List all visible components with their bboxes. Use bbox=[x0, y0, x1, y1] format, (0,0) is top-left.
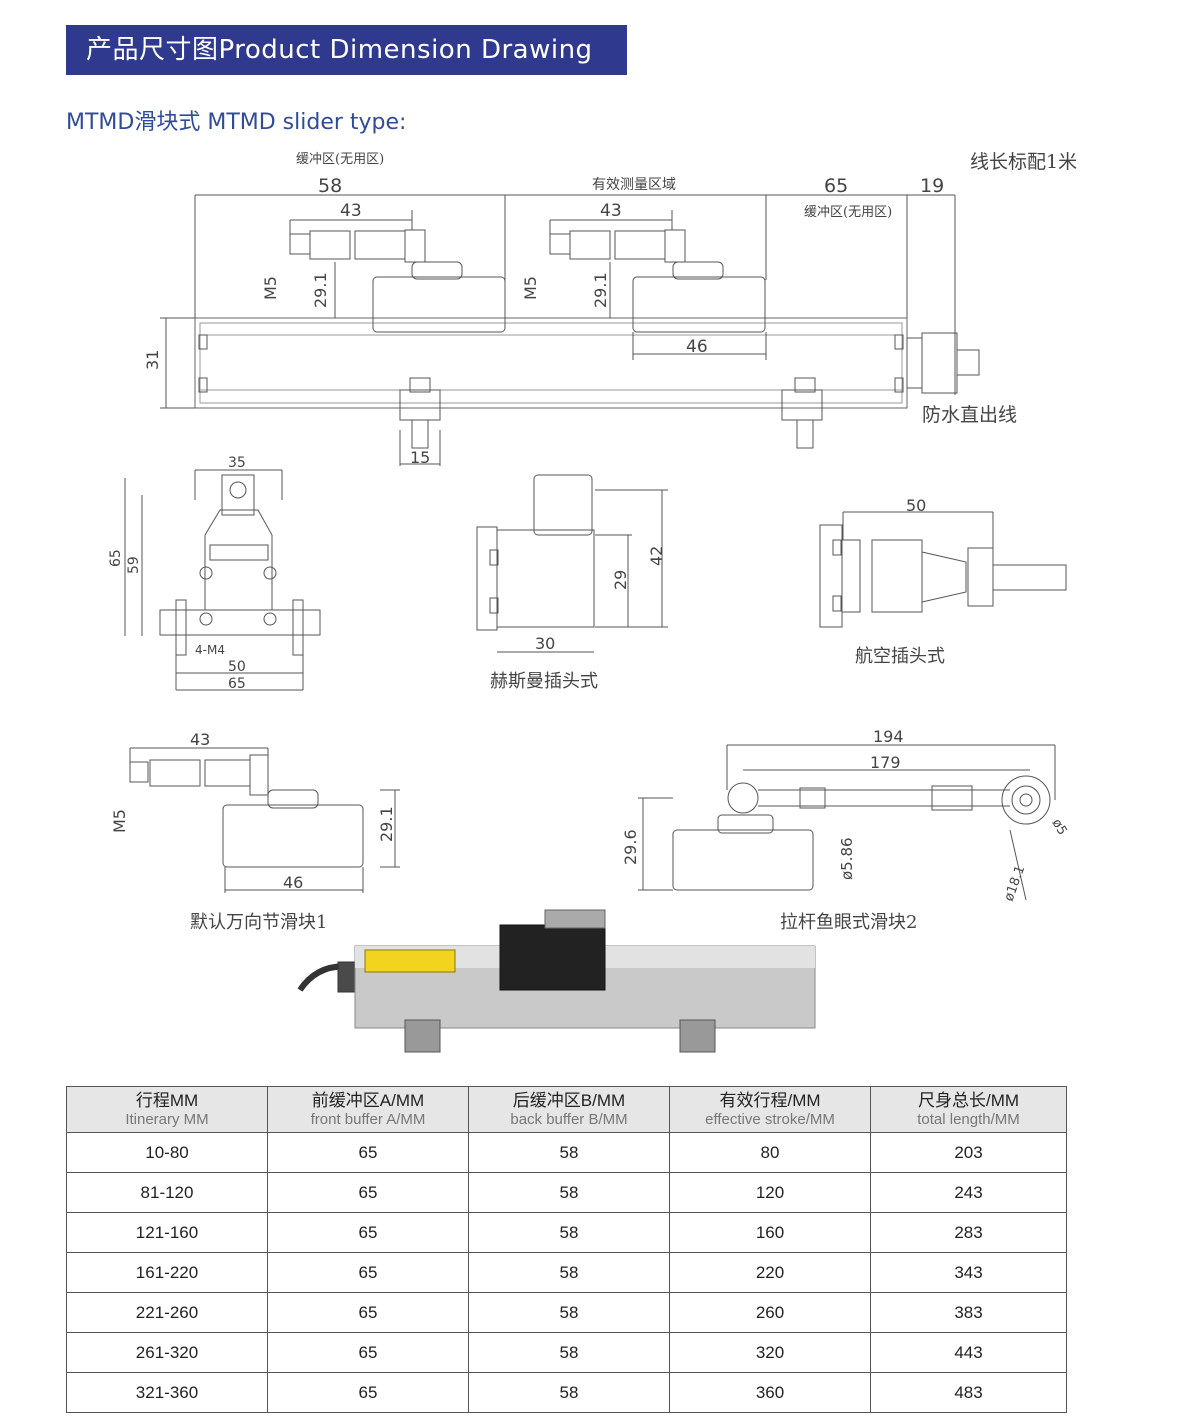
default-slider-label: 默认万向节滑块1 bbox=[190, 912, 327, 933]
dim-59: 59 bbox=[126, 556, 142, 574]
dim-30: 30 bbox=[535, 634, 555, 653]
dim-43-b: 43 bbox=[600, 201, 622, 221]
dim-15: 15 bbox=[410, 448, 430, 467]
dim-29-1-c: 29.1 bbox=[377, 806, 396, 842]
dim-65-c: 65 bbox=[228, 676, 246, 692]
hirschmann-label: 赫斯曼插头式 bbox=[490, 671, 598, 692]
section-subtitle: MTMD滑块式 MTMD slider type: bbox=[66, 110, 407, 135]
dim-42: 42 bbox=[647, 546, 666, 566]
dimension-drawing: 缓冲区(无用区) 58 有效测量区域 65 19 缓冲区(无用区) 线长标配1米… bbox=[108, 151, 1077, 1053]
aviation-drawing bbox=[819, 511, 1067, 628]
dim-18-1: ø18.1 bbox=[1002, 864, 1029, 904]
dim-65-b: 65 bbox=[108, 549, 124, 567]
default-slider-drawing bbox=[129, 747, 400, 893]
waterproof-cable-label: 防水直出线 bbox=[922, 404, 1017, 426]
dim-46-a: 46 bbox=[686, 337, 708, 357]
dim-m5-b: M5 bbox=[521, 276, 540, 300]
front-view-drawing bbox=[124, 469, 321, 691]
dim-46-b: 46 bbox=[283, 873, 303, 892]
dim-m5-c: M5 bbox=[110, 809, 129, 833]
main-sensor-drawing bbox=[160, 194, 980, 466]
dim-179: 179 bbox=[870, 753, 901, 772]
dim-5: ø5 bbox=[1049, 817, 1070, 839]
dim-29: 29 bbox=[611, 570, 630, 590]
dim-19: 19 bbox=[920, 175, 944, 197]
buffer-left-label: 缓冲区(无用区) bbox=[296, 152, 384, 167]
fisheye-slider-label: 拉杆鱼眼式滑块2 bbox=[780, 912, 917, 933]
aviation-label: 航空插头式 bbox=[855, 646, 945, 667]
dim-29-1-a: 29.1 bbox=[311, 272, 330, 308]
dim-29-1-b: 29.1 bbox=[591, 272, 610, 308]
dim-50-a: 50 bbox=[228, 659, 246, 675]
sensor-photo bbox=[297, 909, 816, 1053]
dim-58: 58 bbox=[318, 175, 342, 197]
dim-5-86: ø5.86 bbox=[838, 837, 856, 880]
dim-31: 31 bbox=[143, 350, 162, 370]
dim-50-b: 50 bbox=[906, 496, 926, 515]
hirschmann-drawing bbox=[476, 474, 668, 653]
dim-43-a: 43 bbox=[340, 201, 362, 221]
dim-m5-a: M5 bbox=[261, 276, 280, 300]
dim-29-6: 29.6 bbox=[621, 829, 640, 865]
fisheye-slider-drawing bbox=[638, 744, 1056, 901]
dim-35: 35 bbox=[228, 455, 246, 471]
dim-194: 194 bbox=[873, 727, 904, 746]
effective-area-label: 有效测量区域 bbox=[592, 177, 676, 193]
page-title: 产品尺寸图Product Dimension Drawing bbox=[66, 25, 627, 75]
dim-4-m4: 4-M4 bbox=[195, 643, 225, 657]
dim-65: 65 bbox=[824, 175, 848, 197]
dim-43-c: 43 bbox=[190, 730, 210, 749]
buffer-right-label: 缓冲区(无用区) bbox=[804, 205, 892, 220]
cable-length-label: 线长标配1米 bbox=[970, 151, 1077, 173]
